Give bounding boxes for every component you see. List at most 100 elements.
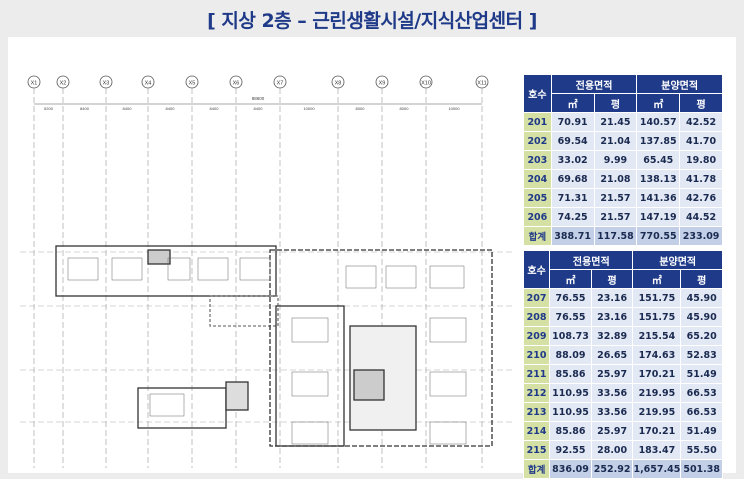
corridor bbox=[209, 295, 279, 327]
stair-top bbox=[147, 249, 171, 265]
span-dimension: 8000 bbox=[400, 106, 410, 111]
area-value: 151.75 bbox=[632, 307, 682, 327]
unit-number: 209 bbox=[522, 326, 551, 346]
room-unit bbox=[67, 257, 99, 281]
area-value: 69.68 bbox=[550, 169, 595, 189]
area-value: 137.85 bbox=[636, 131, 681, 151]
room-unit bbox=[429, 265, 465, 289]
area-value: 92.55 bbox=[549, 440, 592, 460]
unit-number: 202 bbox=[523, 131, 552, 151]
area-value: 770.55 bbox=[636, 226, 681, 246]
room-unit bbox=[197, 257, 229, 281]
area-value: 110.95 bbox=[549, 383, 592, 403]
area-value: 23.16 bbox=[590, 288, 634, 308]
header-unit: 호수 bbox=[522, 250, 551, 289]
span-dimension: 8000 bbox=[356, 106, 366, 111]
area-value: 65.45 bbox=[636, 150, 681, 170]
grid-label: X4 bbox=[145, 81, 152, 87]
unit-number: 205 bbox=[523, 188, 552, 208]
stair-core bbox=[353, 369, 385, 401]
area-value: 388.71 bbox=[550, 226, 595, 246]
area-value: 21.04 bbox=[593, 131, 638, 151]
grid-label: X5 bbox=[189, 81, 196, 87]
area-value: 141.36 bbox=[636, 188, 681, 208]
room-unit bbox=[291, 371, 329, 397]
area-value: 25.97 bbox=[590, 421, 634, 441]
unit-number: 213 bbox=[522, 402, 551, 422]
area-value: 9.99 bbox=[593, 150, 638, 170]
area-value: 51.49 bbox=[680, 364, 723, 384]
area-value: 26.65 bbox=[590, 345, 634, 365]
area-value: 85.86 bbox=[549, 364, 592, 384]
area-value: 69.54 bbox=[550, 131, 595, 151]
main-block bbox=[269, 249, 493, 447]
room-unit bbox=[345, 265, 377, 289]
area-value: 42.76 bbox=[679, 188, 723, 208]
area-value: 66.53 bbox=[680, 402, 723, 422]
room-unit bbox=[385, 265, 417, 289]
area-value: 45.90 bbox=[680, 288, 723, 308]
area-value: 88.09 bbox=[549, 345, 592, 365]
area-value: 252.92 bbox=[590, 459, 634, 479]
area-value: 74.25 bbox=[550, 207, 595, 227]
grid-label: X2 bbox=[60, 81, 67, 87]
area-value: 52.83 bbox=[680, 345, 723, 365]
building-outline bbox=[55, 245, 493, 447]
span-dimension: 8400 bbox=[80, 106, 90, 111]
area-value: 21.08 bbox=[593, 169, 638, 189]
rooms bbox=[67, 257, 467, 445]
area-value: 25.97 bbox=[590, 364, 634, 384]
area-value: 41.78 bbox=[679, 169, 723, 189]
area-value: 140.57 bbox=[636, 112, 681, 132]
area-value: 76.55 bbox=[549, 307, 592, 327]
room-unit bbox=[429, 421, 467, 445]
span-dimension: 8400 bbox=[166, 106, 176, 111]
grid-label: X1 bbox=[31, 81, 38, 87]
unit-number: 207 bbox=[522, 288, 551, 308]
area-value: 170.21 bbox=[632, 364, 682, 384]
span-dimension: 10000 bbox=[448, 106, 460, 111]
header-sqm: ㎡ bbox=[550, 93, 595, 113]
header-pyeong: 평 bbox=[680, 269, 723, 289]
area-value: 41.70 bbox=[679, 131, 723, 151]
room-unit bbox=[291, 421, 329, 445]
unit-number: 215 bbox=[522, 440, 551, 460]
area-value: 71.31 bbox=[550, 188, 595, 208]
unit-number: 208 bbox=[522, 307, 551, 327]
grid-label: X11 bbox=[477, 81, 486, 87]
span-dimension: 8400 bbox=[254, 106, 264, 111]
area-value: 183.47 bbox=[632, 440, 682, 460]
header-sale: 분양면적 bbox=[632, 250, 723, 270]
area-value: 33.56 bbox=[590, 402, 634, 422]
area-value: 117.58 bbox=[593, 226, 638, 246]
area-value: 76.55 bbox=[549, 288, 592, 308]
area-value: 21.57 bbox=[593, 188, 638, 208]
area-value: 51.49 bbox=[680, 421, 723, 441]
room-unit bbox=[239, 257, 271, 281]
grid-label: X6 bbox=[233, 81, 240, 87]
area-value: 70.91 bbox=[550, 112, 595, 132]
area-value: 21.45 bbox=[593, 112, 638, 132]
header-pyeong: 평 bbox=[593, 93, 638, 113]
area-value: 42.52 bbox=[679, 112, 723, 132]
unit-number: 201 bbox=[523, 112, 552, 132]
header-exclusive: 전용면적 bbox=[549, 250, 634, 270]
area-value: 501.38 bbox=[680, 459, 723, 479]
unit-number: 214 bbox=[522, 421, 551, 441]
page-title: [ 지상 2층 – 근린생활시설/지식산업센터 ] bbox=[207, 10, 537, 32]
west-wing bbox=[55, 245, 277, 297]
area-value: 85.86 bbox=[549, 421, 592, 441]
area-value: 33.02 bbox=[550, 150, 595, 170]
room-unit bbox=[291, 317, 329, 343]
unit-number: 210 bbox=[522, 345, 551, 365]
